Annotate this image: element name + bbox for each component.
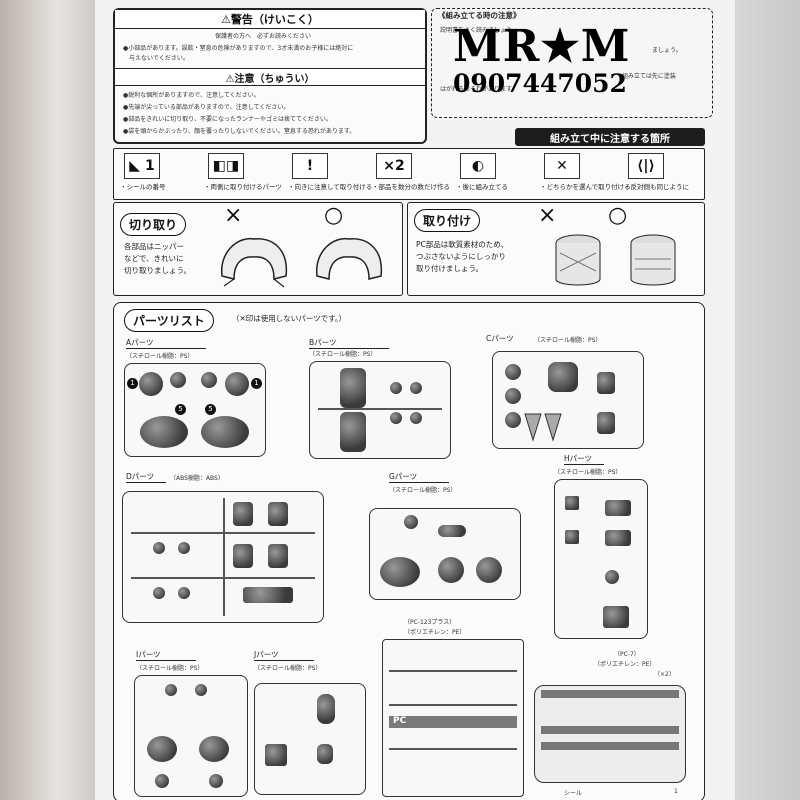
caution-title: ⚠注意（ちゅうい） xyxy=(115,68,425,86)
cut-text1: 各部品はニッパー xyxy=(124,242,184,251)
make-two-icon: ×2 xyxy=(376,153,412,179)
a-parts-material: （スチロール樹脂：PS） xyxy=(126,353,194,360)
j-parts-name: Jパーツ xyxy=(254,649,314,661)
pc7-material: （ポリエチレン：PE） xyxy=(594,661,656,668)
b-parts-name: Bパーツ xyxy=(309,337,389,349)
pc123-material: （ポリエチレン：PE） xyxy=(404,629,466,636)
c-parts-name: Cパーツ xyxy=(486,334,514,343)
cut-text2: などで、きれいに xyxy=(124,254,184,263)
icon-label: ・シールの番号 xyxy=(120,183,166,191)
icon-label: ・部品を数分の数だけ作る xyxy=(372,183,450,191)
watermark: MR★M 0907447052 xyxy=(453,24,630,98)
icon-label: ・反対側も同じように xyxy=(624,183,689,191)
icon-label: ・どちらかを選んで取り付ける xyxy=(540,183,631,191)
attach-bad-illustration xyxy=(555,234,601,286)
c-parts-sprue xyxy=(492,351,644,449)
b-parts-material: （スチロール樹脂：PS） xyxy=(309,351,377,358)
icon-label: ・両側に取り付けるパーツ xyxy=(204,183,282,191)
cut-good-illustration xyxy=(316,237,383,280)
a-parts-sprue: 1 1 5 5 xyxy=(124,363,266,457)
warning-line2: ●小部品があります。誤飲・窒息の危険がありますので、3才未満のお子様には絶対に xyxy=(123,45,354,52)
caution-line3: ●部品をきれいに切り取り、不要になったランナーやゴミは捨ててください。 xyxy=(123,116,332,123)
warning-box: ⚠警告（けいこく） 保護者の方へ 必ずお読みください ●小部品があります。誤飲・… xyxy=(113,8,427,144)
parts-list-note: （✕印は使用しないパーツです。） xyxy=(232,314,347,323)
i-parts-sprue xyxy=(134,675,248,797)
pc-tag: PC xyxy=(389,716,517,728)
i-parts-name: Iパーツ xyxy=(136,649,196,661)
h-parts-material: （スチロール樹脂：PS） xyxy=(554,469,622,476)
pc7-name: （PC-7） xyxy=(614,651,640,658)
attach-before-icon: ◧◨ xyxy=(208,153,244,179)
g-parts-material: （スチロール樹脂：PS） xyxy=(389,487,457,494)
icon-label: ・向きに注意して取り付ける xyxy=(288,183,373,191)
warning-line3: 与えないでください。 xyxy=(129,55,189,62)
caution-line2: ●先端が尖っている部品がありますので、注意してください。 xyxy=(123,104,290,111)
attach-section-title: 取り付け xyxy=(414,209,481,232)
cut-section-title: 切り取り xyxy=(120,213,187,236)
parts-list-section: パーツリスト （✕印は使用しないパーツです。） Aパーツ （スチロール樹脂：PS… xyxy=(113,302,705,800)
pc123-name: （PC-123プラス） xyxy=(404,619,456,626)
pc123-sprue: PC xyxy=(382,639,524,797)
j-parts-sprue xyxy=(254,683,366,795)
seal-count: 1 xyxy=(674,788,678,795)
a-parts-name: Aパーツ xyxy=(126,337,206,349)
assembly-notes-line1: 説明書をよく読みましょう xyxy=(440,27,513,34)
cut-bad-illustration xyxy=(221,237,288,288)
d-parts-name: Dパーツ xyxy=(126,471,166,483)
attention-header: 組み立て中に注意する箇所 xyxy=(515,128,705,146)
attach-section: 取り付け PC部品は軟質素材のため、 つぶさないようにしっかり 取り付けましょう… xyxy=(407,202,705,296)
warning-exclamation-icon: ! xyxy=(292,153,328,179)
choose-one-icon: ✕ xyxy=(544,153,580,179)
cut-good-mark: ○ xyxy=(324,203,344,228)
d-parts-sprue xyxy=(122,491,324,623)
mirror-icon: ⟨|⟩ xyxy=(628,153,664,179)
watermark-phone: 0907447052 xyxy=(453,69,627,98)
h-parts-sprue xyxy=(554,479,648,639)
g-parts-sprue xyxy=(369,508,521,600)
icon-legend-row: ◣ 1 ・シールの番号 ◧◨ ・両側に取り付けるパーツ! ・向きに注意して取り付ける×2… xyxy=(113,148,705,200)
background-left-edge xyxy=(0,0,95,800)
caution-line4: ●袋を頭からかぶったり、顔を覆ったりしないでください。窒息する恐れがあります。 xyxy=(123,128,356,135)
c-parts-material: （スチロール樹脂：PS） xyxy=(534,337,602,344)
pc7-quantity: （×2） xyxy=(654,671,675,678)
cut-section: 切り取り 各部品はニッパー などで、きれいに 切り取りましょう。 × ○ xyxy=(113,202,403,296)
assembly-notes-line2: ましょう。 xyxy=(652,47,682,54)
d-parts-material: （ABS樹脂：ABS） xyxy=(170,475,224,482)
background-right-edge xyxy=(735,0,800,800)
cut-bad-mark: × xyxy=(224,203,243,228)
seal-label: シール xyxy=(564,790,583,797)
warning-line1: 保護者の方へ 必ずお読みください xyxy=(215,33,312,40)
attach-good-mark: ○ xyxy=(608,203,628,228)
pc7-sprue xyxy=(534,685,686,783)
instruction-manual-page: ⚠警告（けいこく） 保護者の方へ 必ずお読みください ●小部品があります。誤飲・… xyxy=(95,0,735,800)
i-parts-material: （スチロール樹脂：PS） xyxy=(136,665,204,672)
b-parts-sprue xyxy=(309,361,451,459)
assembly-notes-box: 《組み立てる時の注意》 説明書をよく読みましょう ましょう。 組み立ては先に塗装… xyxy=(431,8,713,118)
cut-text3: 切り取りましょう。 xyxy=(124,266,192,275)
seal-number-icon: ◣ 1 xyxy=(124,153,160,179)
assembly-notes-title: 《組み立てる時の注意》 xyxy=(438,11,521,20)
attach-good-illustration xyxy=(630,234,676,286)
assembly-notes-line4: はがれるおそれがあります。 xyxy=(440,86,518,93)
attach-text2: つぶさないようにしっかり xyxy=(416,252,506,261)
attach-text3: 取り付けましょう。 xyxy=(416,264,484,273)
g-parts-name: Gパーツ xyxy=(389,471,449,483)
attach-bad-mark: × xyxy=(538,203,557,228)
parts-list-title: パーツリスト xyxy=(124,309,214,332)
assemble-later-icon: ◐ xyxy=(460,153,496,179)
attach-text1: PC部品は軟質素材のため、 xyxy=(416,240,509,249)
watermark-brand: MR★M xyxy=(453,21,631,72)
caution-line1: ●鋭利な個所がありますので、注意してください。 xyxy=(123,92,260,99)
assembly-notes-line3: 組み立ては先に塗装 xyxy=(622,73,676,80)
h-parts-name: Hパーツ xyxy=(564,453,604,465)
icon-label: ・後に組み立てる xyxy=(456,183,508,191)
j-parts-material: （スチロール樹脂：PS） xyxy=(254,665,322,672)
warning-title: ⚠警告（けいこく） xyxy=(115,10,425,29)
